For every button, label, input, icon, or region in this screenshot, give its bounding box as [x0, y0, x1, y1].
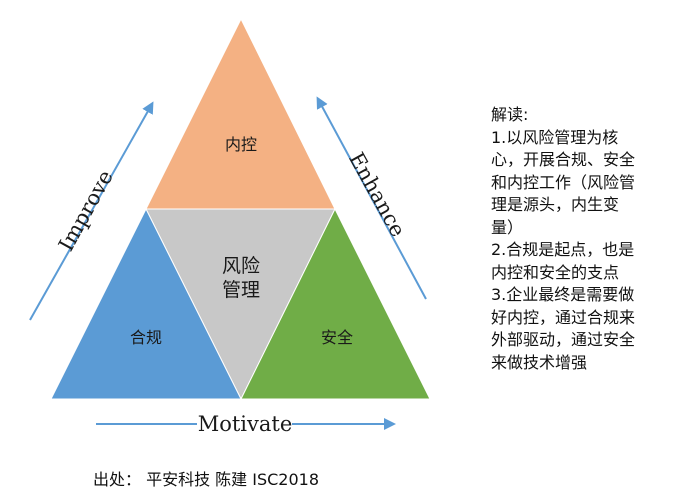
left-triangle-compliance	[50, 207, 242, 400]
notes-line: 来做技术增强	[491, 352, 588, 372]
source-attribution: 出处： 平安科技 陈建 ISC2018	[93, 470, 320, 489]
enhance-label: Enhance	[344, 148, 410, 241]
top-triangle-internal-control	[145, 17, 336, 210]
notes-line: 量）	[491, 217, 524, 237]
security-label: 安全	[321, 328, 353, 347]
notes-line: 内控和安全的支点	[491, 262, 620, 282]
risk-management-label-line1: 风险	[222, 255, 260, 277]
improve-arrow	[29, 101, 154, 321]
notes-line: 外部驱动，通过安全	[491, 330, 636, 349]
right-triangle-security	[240, 207, 431, 400]
notes-line: 解读:	[491, 105, 529, 124]
notes-line: 好内控，通过合规来	[491, 307, 636, 327]
interpretation-notes: 解读: 1.以风险管理为核心，开展合规、安全和内控工作（风险管理是源头，内生变量）…	[491, 104, 687, 374]
notes-line: 1.以风险管理为核	[491, 127, 619, 147]
motivate-label: Motivate	[198, 412, 293, 436]
risk-management-label-line2: 管理	[222, 279, 260, 301]
notes-line: 和内控工作（风险管	[491, 172, 636, 192]
enhance-arrow	[316, 96, 427, 300]
compliance-label: 合规	[130, 328, 162, 347]
internal-control-label: 内控	[225, 135, 257, 154]
improve-label: Improve	[54, 166, 118, 255]
notes-line: 2.合规是起点，也是	[491, 240, 635, 259]
notes-line: 心，开展合规、安全	[491, 150, 636, 169]
notes-line: 理是源头，内生变	[491, 195, 620, 214]
notes-line: 3.企业最终是需要做	[491, 285, 635, 304]
